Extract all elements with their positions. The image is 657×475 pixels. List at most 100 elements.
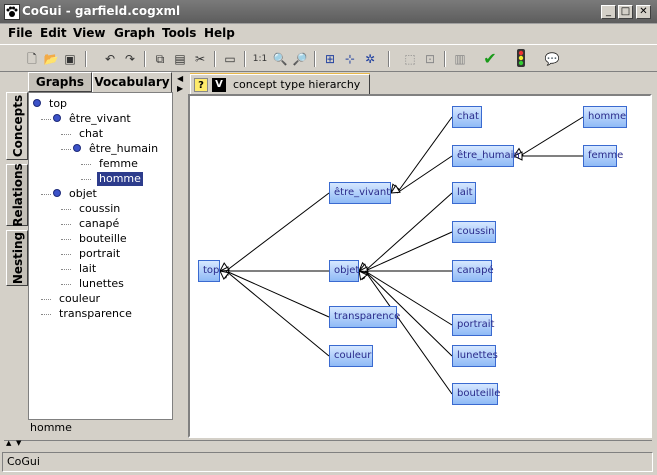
undo-icon[interactable]: ↶ <box>104 52 116 66</box>
concept-node[interactable]: chat <box>452 106 482 128</box>
check-icon[interactable]: ✔ <box>483 49 497 68</box>
save-icon[interactable]: ▣ <box>64 52 76 66</box>
tab-nesting-label: Nesting <box>11 231 25 285</box>
tab-relations[interactable]: Relations <box>6 163 28 227</box>
new-icon[interactable]: 🗋 <box>27 52 37 66</box>
spring-layout-icon[interactable]: ✲ <box>364 52 376 66</box>
select-icon[interactable]: ⬚ <box>404 52 416 66</box>
expand-right-icon[interactable]: ▶ <box>177 84 184 93</box>
concept-node[interactable]: objet <box>329 260 359 282</box>
tree-node-label: être_humain <box>89 142 159 155</box>
hierarchy-edge <box>396 155 453 194</box>
paste-icon[interactable]: ▤ <box>174 52 186 66</box>
redo-icon[interactable]: ↷ <box>124 52 136 66</box>
concept-node[interactable]: lunettes <box>452 345 498 367</box>
hierarchy-edge <box>364 192 453 272</box>
close-button[interactable]: ✕ <box>636 5 651 19</box>
zoom-in-icon[interactable]: 🔍 <box>272 52 288 66</box>
open-icon[interactable]: 📂 <box>43 52 59 66</box>
hierarchy-edge <box>225 270 330 318</box>
divider-up-icon[interactable]: ▲ <box>6 439 12 447</box>
hierarchy-edge <box>364 270 453 357</box>
menu-bar: File Edit View Graph Tools Help <box>0 24 657 44</box>
tab-vocabulary[interactable]: Vocabulary <box>92 72 172 92</box>
hierarchy-edge <box>396 116 453 194</box>
expand-pin-icon[interactable] <box>73 144 81 152</box>
tree-connector <box>81 179 91 180</box>
expand-pin-icon[interactable] <box>53 189 61 197</box>
zoom-reset-icon[interactable]: 1:1 <box>252 54 268 64</box>
traffic-light-icon[interactable] <box>511 49 531 69</box>
menu-help[interactable]: Help <box>204 26 235 40</box>
hierarchy-arrowhead <box>390 184 401 194</box>
expand-pin-icon[interactable] <box>53 114 61 122</box>
tree-connector <box>81 164 91 165</box>
align-icon[interactable]: ▥ <box>454 52 466 66</box>
hierarchy-arrowhead <box>219 270 230 281</box>
concept-node[interactable]: transparence <box>329 306 400 328</box>
menu-edit[interactable]: Edit <box>40 26 67 40</box>
layout-icon[interactable]: ▭ <box>224 52 236 66</box>
tree-connector <box>41 119 51 120</box>
concept-node[interactable]: couleur <box>329 345 373 367</box>
zoom-out-icon[interactable]: 🔎 <box>292 52 308 66</box>
collapse-left-icon[interactable]: ◀ <box>177 74 184 83</box>
tree-connector <box>41 194 51 195</box>
tree-node-label: bouteille <box>79 232 127 245</box>
vocabulary-badge-icon: V <box>212 78 226 92</box>
tree-connector <box>61 209 71 210</box>
tree-connector <box>61 149 71 150</box>
tree-connector <box>61 284 71 285</box>
tab-nesting[interactable]: Nesting <box>6 230 28 286</box>
minimize-button[interactable]: _ <box>601 5 616 19</box>
concept-node[interactable]: être_vivant <box>329 182 391 204</box>
hierarchy-edge <box>364 270 453 326</box>
concept-node[interactable]: lait <box>452 182 476 204</box>
menu-tools[interactable]: Tools <box>162 26 197 40</box>
group-icon[interactable]: ⊡ <box>424 52 436 66</box>
tree-node-label: top <box>49 97 68 110</box>
help-icon[interactable]: ? <box>194 78 208 92</box>
tree-node-label: couleur <box>59 292 101 305</box>
tree-node-label: lait <box>79 262 97 275</box>
status-bar: CoGui <box>2 452 653 472</box>
concept-node[interactable]: coussin <box>452 221 496 243</box>
hierarchy-arrowhead <box>512 151 523 161</box>
tab-concept-hierarchy[interactable]: ? V concept type hierarchy <box>190 74 370 94</box>
concept-node[interactable]: bouteille <box>452 383 500 405</box>
side-tabs: Concepts Relations Nesting <box>6 92 28 392</box>
hierarchy-edge <box>519 116 584 157</box>
concept-node[interactable]: femme <box>583 145 623 167</box>
copy-icon[interactable]: ⧉ <box>155 52 165 66</box>
tree-connector <box>41 299 51 300</box>
tab-concepts[interactable]: Concepts <box>6 92 28 160</box>
tree-node-label: transparence <box>59 307 132 320</box>
maximize-button[interactable]: □ <box>618 5 633 19</box>
divider-down-icon[interactable]: ▼ <box>16 439 22 447</box>
concept-node[interactable]: top <box>198 260 220 282</box>
window-title: CoGui - garfield.cogxml <box>22 4 181 18</box>
menu-view[interactable]: View <box>73 26 106 40</box>
concept-node[interactable]: canapé <box>452 260 494 282</box>
hierarchy-edge <box>225 192 330 272</box>
network-layout-icon[interactable]: ⊹ <box>344 52 356 66</box>
tree-node-label: canapé <box>79 217 120 230</box>
menu-graph[interactable]: Graph <box>114 26 155 40</box>
tree-layout-icon[interactable]: ⊞ <box>324 52 336 66</box>
tree-node-label: lunettes <box>79 277 124 290</box>
comment-icon[interactable]: 💬 <box>544 52 560 66</box>
panel-splitter[interactable]: ◀ ▶ <box>176 72 184 438</box>
hierarchy-arrowhead <box>358 270 368 281</box>
horizontal-divider[interactable]: ▲ ▼ <box>4 439 652 448</box>
expand-pin-icon[interactable] <box>33 99 41 107</box>
tab-relations-label: Relations <box>11 163 25 227</box>
cut-icon[interactable]: ✂ <box>194 52 206 66</box>
tab-graphs[interactable]: Graphs <box>28 72 92 92</box>
menu-file[interactable]: File <box>8 26 33 40</box>
concept-node[interactable]: portrait <box>452 314 494 336</box>
tree-node-label: être_vivant <box>69 112 131 125</box>
concept-node[interactable]: être_humain <box>452 145 520 167</box>
concept-node[interactable]: homme <box>583 106 627 128</box>
